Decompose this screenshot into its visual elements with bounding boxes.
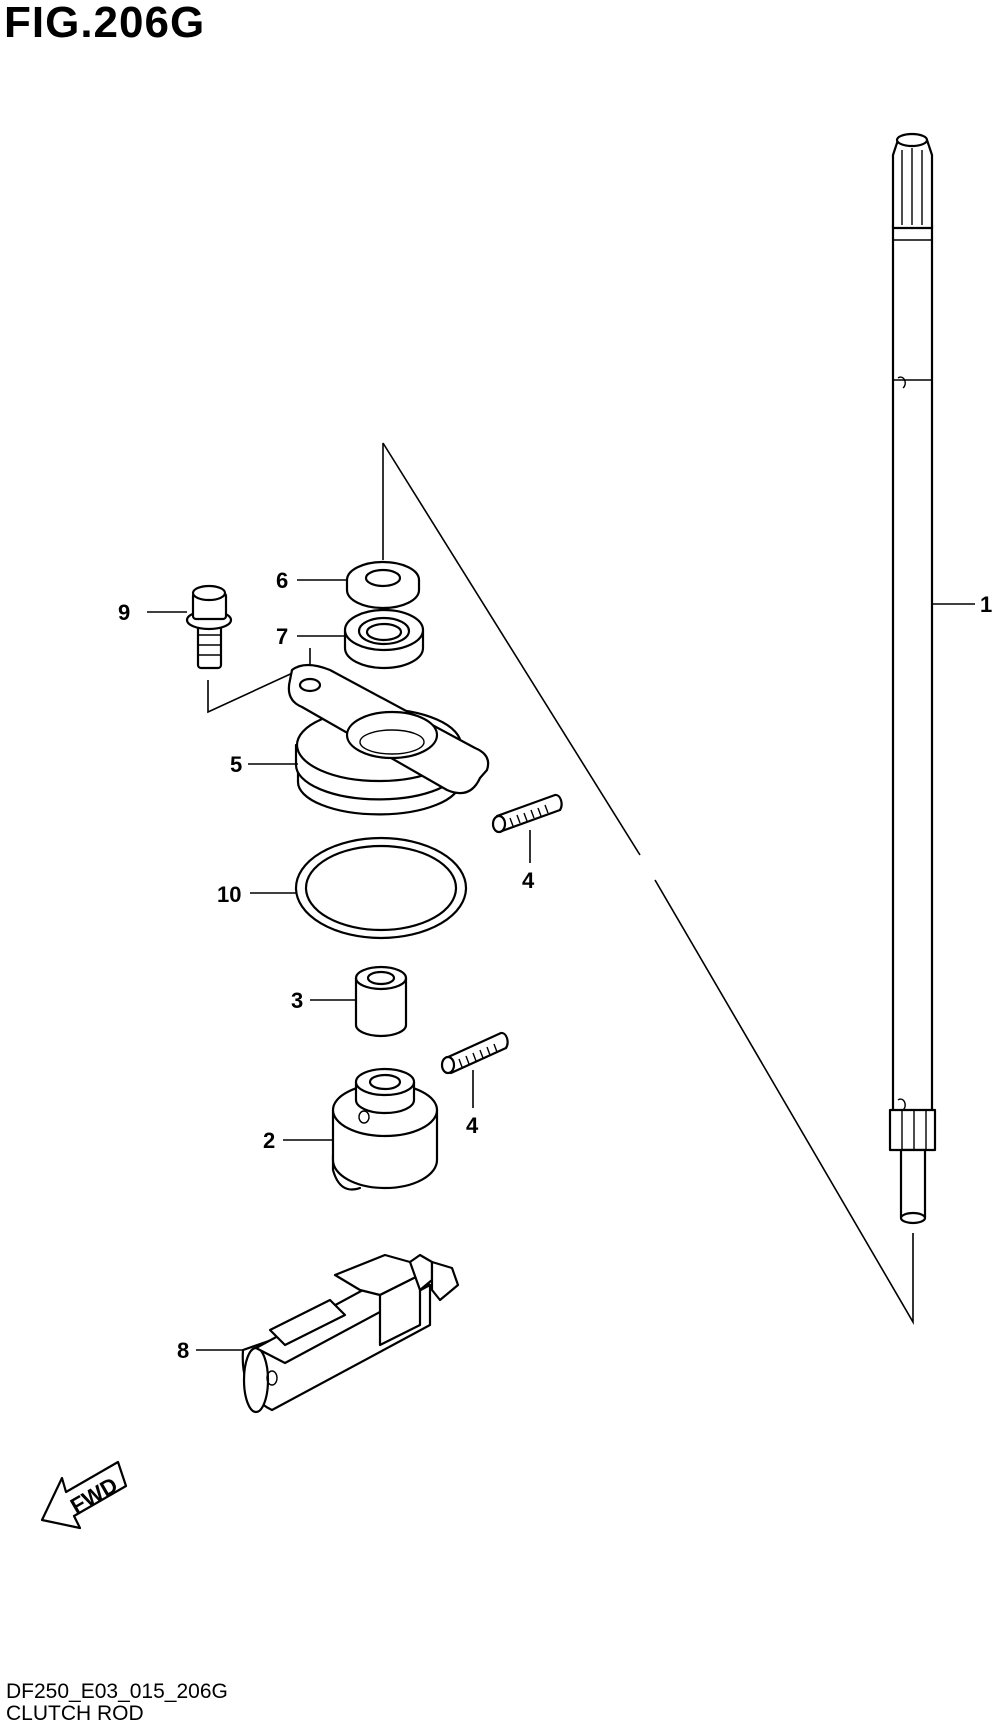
assembly-reference-line <box>382 442 914 1325</box>
ball-bearing <box>297 608 425 670</box>
washer <box>297 560 421 610</box>
callout-part-8: 8 <box>177 1338 189 1363</box>
callout-part-1: 1 <box>980 592 992 617</box>
callout-part-6: 6 <box>276 568 288 593</box>
spring-pin-lower <box>440 1031 509 1108</box>
o-ring <box>250 836 468 940</box>
clutch-rod-shaft <box>888 132 975 1225</box>
collar <box>310 965 408 1038</box>
shift-cam <box>283 1067 439 1191</box>
callout-part-5: 5 <box>230 752 242 777</box>
callout-part-4-upper: 4 <box>522 868 535 893</box>
figure-title: FIG.206G <box>4 0 206 47</box>
clutch-holder <box>248 663 490 816</box>
fwd-direction-arrow: FWD <box>40 1460 128 1530</box>
callout-part-4-lower: 4 <box>466 1113 479 1138</box>
callout-part-2: 2 <box>263 1128 275 1153</box>
callout-part-9: 9 <box>118 600 130 625</box>
clutch-shifter <box>196 1253 460 1414</box>
callout-part-7: 7 <box>276 624 288 649</box>
callout-part-10: 10 <box>217 882 241 907</box>
figure-name: CLUTCH ROD <box>6 1702 144 1725</box>
figure-code: DF250_E03_015_206G <box>6 1680 228 1703</box>
callout-part-3: 3 <box>291 988 303 1013</box>
spring-pin-upper <box>491 793 563 863</box>
flange-bolt <box>147 584 311 714</box>
